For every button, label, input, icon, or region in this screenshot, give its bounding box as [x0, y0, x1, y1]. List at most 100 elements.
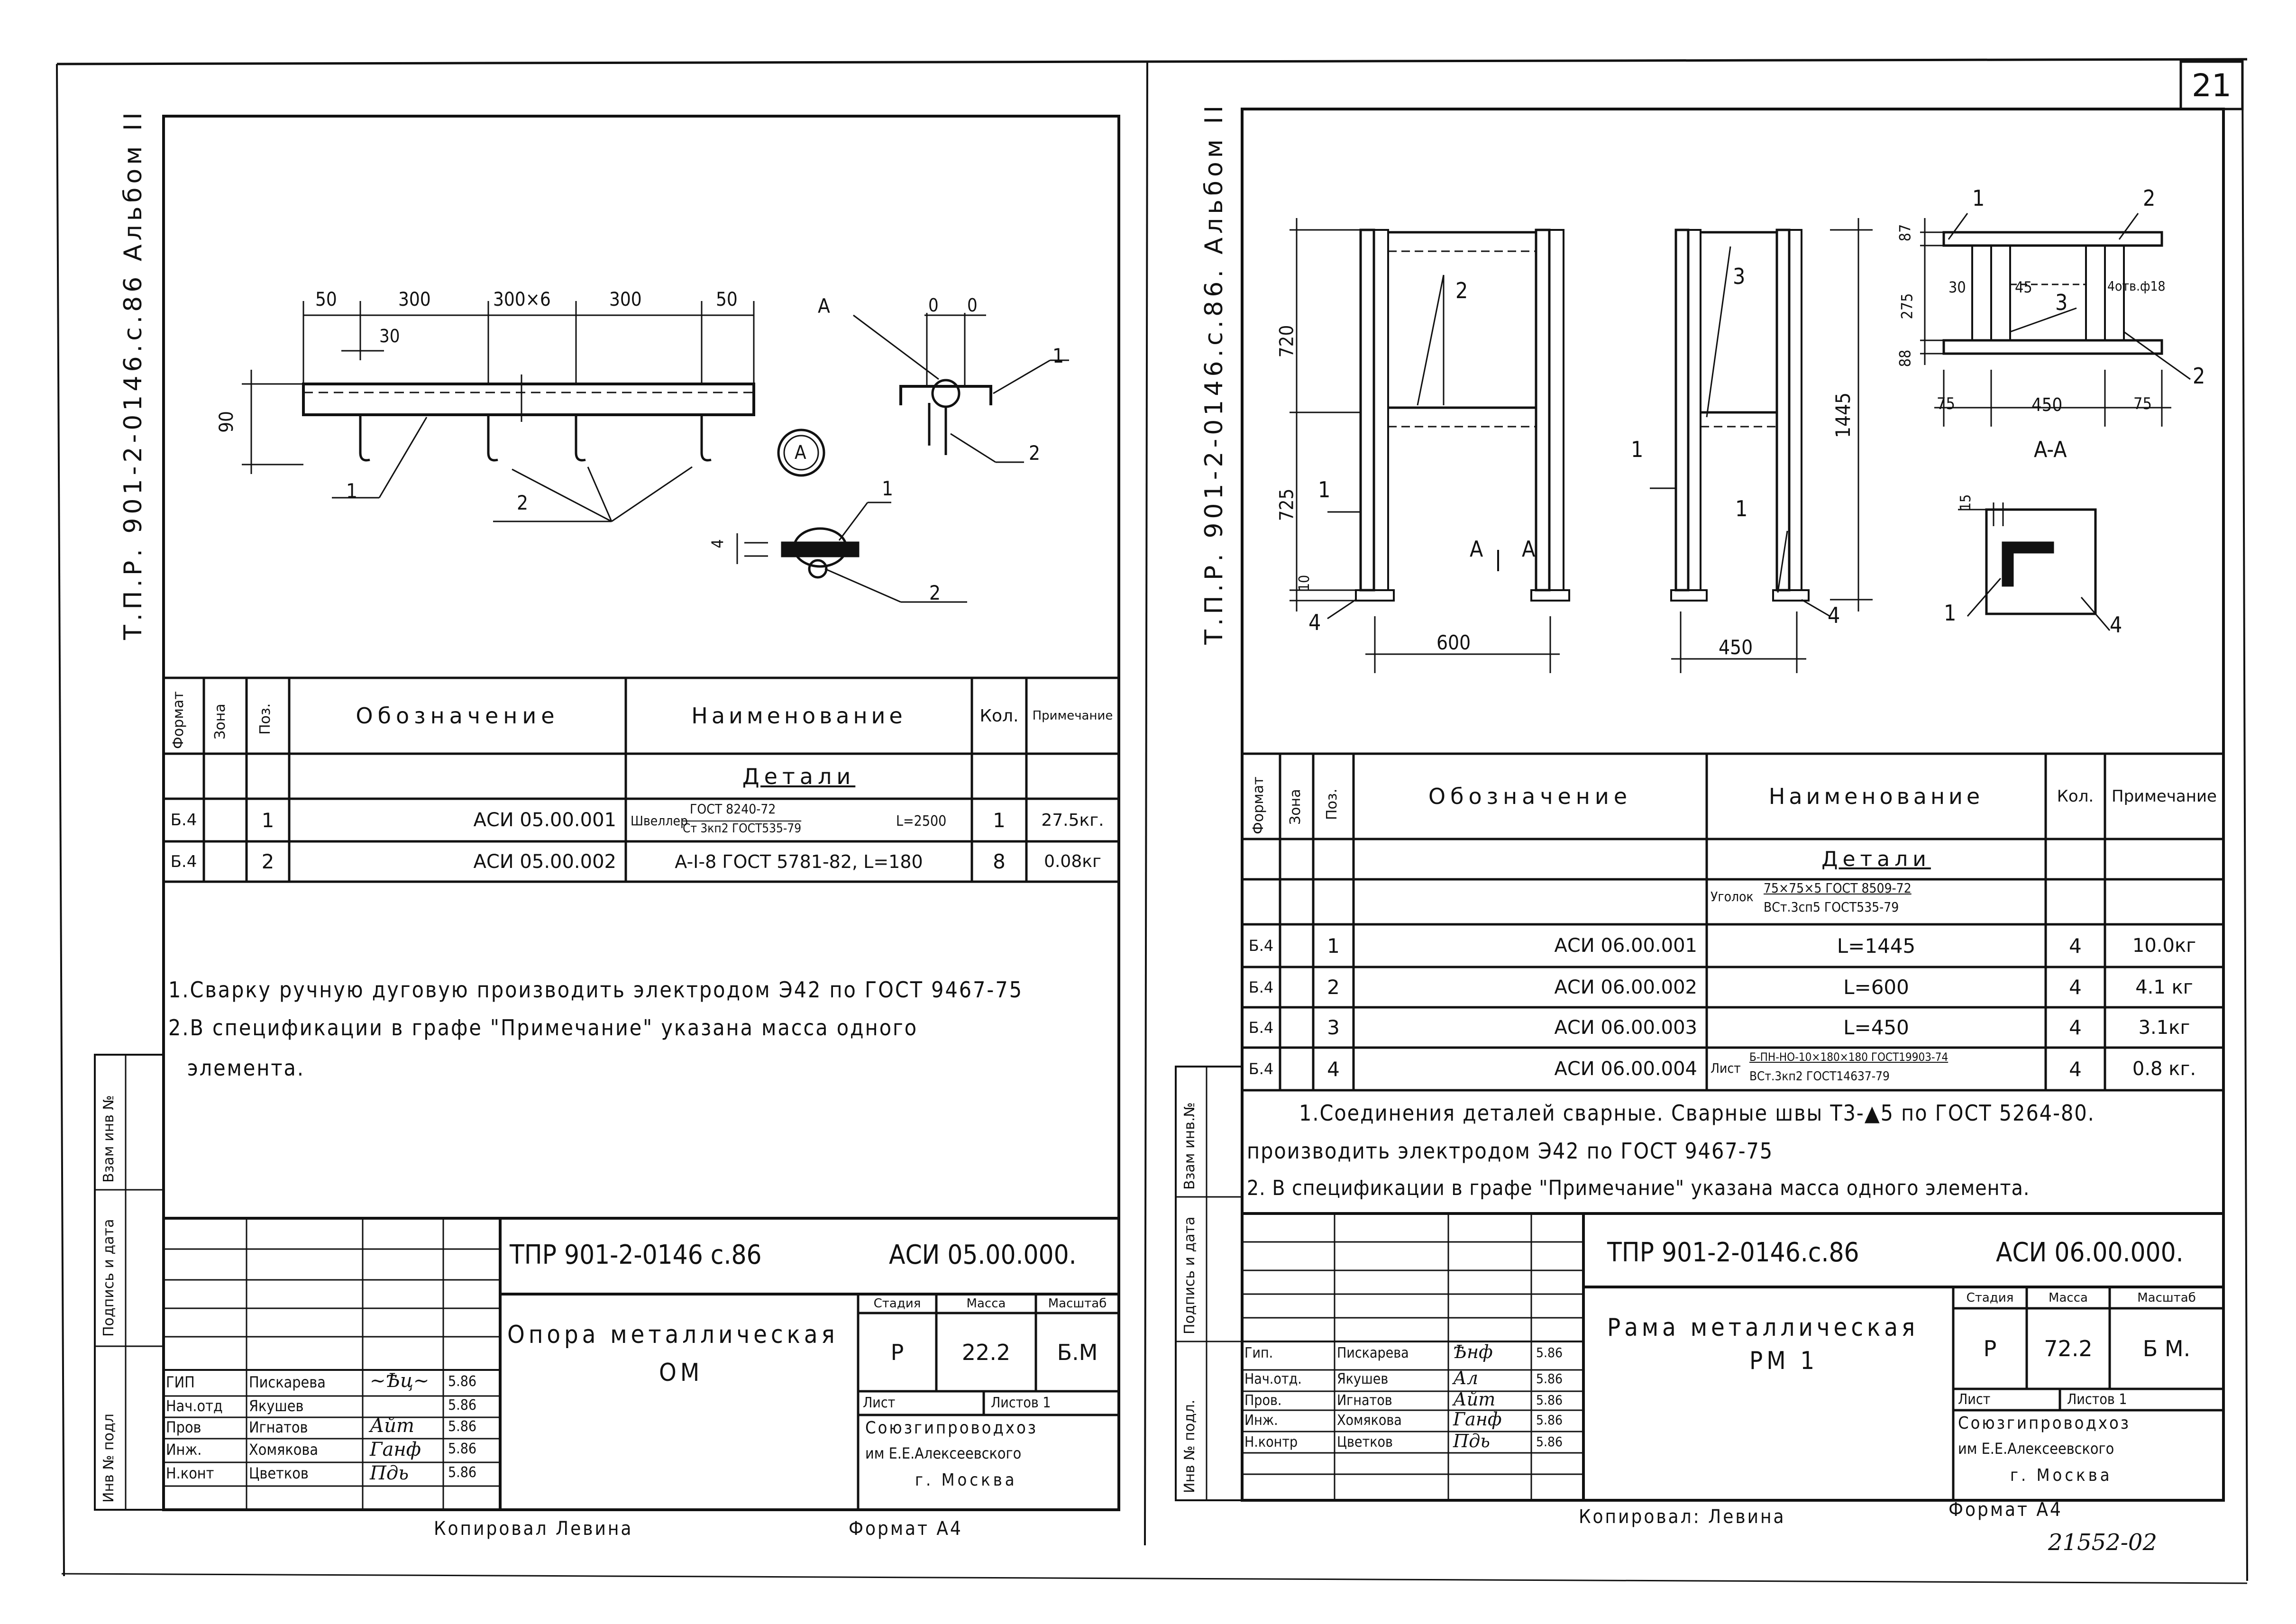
row1-name: Швеллер: [631, 813, 688, 829]
right-stamp-inv: Инв № подл.: [1181, 1399, 1198, 1493]
right-role-3: Пров.: [1244, 1392, 1282, 1409]
left-tb-scale: Б.М: [1057, 1339, 1098, 1365]
right-tb-mass: 72.2: [2044, 1336, 2093, 1361]
hdr-name: Наименование: [691, 703, 906, 729]
callout-2: 2: [517, 491, 529, 514]
r-spec-section: Детали: [1821, 847, 1931, 871]
r-callout-1c: 1: [1735, 496, 1748, 521]
right-name-3: Игнатов: [1337, 1392, 1392, 1409]
r-profile-top: 75×75×5 ГОСТ 8509-72: [1764, 880, 1912, 896]
plate-callout-4: 4: [2110, 612, 2122, 638]
left-tb-scale-h: Масштаб: [1048, 1296, 1107, 1311]
sec-dim-30: 30: [1948, 278, 1966, 296]
right-name-1: Пискарева: [1337, 1345, 1409, 1361]
channel-drawing: [242, 301, 1069, 603]
left-tb-org1: Союзгипроводхоз: [865, 1418, 1038, 1438]
r-hdr-zone: Зона: [1287, 789, 1304, 825]
dim-50-left: 50: [315, 289, 337, 310]
row2-format: Б.4: [170, 852, 197, 871]
arrow-a-left: A: [1470, 536, 1483, 562]
r-row2-qty: 4: [2069, 976, 2082, 999]
r-row4-note: 0.8 кг.: [2132, 1058, 2196, 1080]
left-date-1: 5.86: [448, 1373, 477, 1390]
row1-code: АСИ 05.00.001: [473, 809, 616, 831]
right-date-5: 5.86: [1536, 1434, 1563, 1450]
right-tb-stage: Р: [1983, 1336, 1997, 1361]
signature: Ѣнф: [1453, 1341, 1493, 1362]
left-role-1: ГИП: [166, 1373, 195, 1391]
r-callout-2: 2: [1455, 278, 1468, 303]
dim-10: 10: [1296, 575, 1313, 592]
right-tb-sheets: Листов 1: [2067, 1391, 2127, 1408]
left-tb-stage: Р: [890, 1339, 904, 1365]
spec-section: Детали: [742, 763, 856, 789]
right-tb-org3: г. Москва: [2010, 1466, 2113, 1485]
callout-1: 1: [346, 479, 358, 502]
right-date-4: 5.86: [1536, 1412, 1563, 1428]
r-row1-name: L=1445: [1837, 934, 1916, 958]
right-role-4: Инж.: [1244, 1412, 1278, 1429]
r-row3-format: Б.4: [1248, 1018, 1274, 1037]
left-tb-org2: им Е.Е.Алексеевского: [865, 1444, 1022, 1462]
r-row4-name-top: Б-ПН-НО-10×180×180 ГОСТ19903-74: [1749, 1050, 1948, 1064]
left-tb-org3: г. Москва: [915, 1470, 1017, 1490]
r-row2-note: 4.1 кг: [2135, 976, 2193, 998]
left-note-2: 2.В спецификации в графе "Примечание" ук…: [168, 1015, 918, 1040]
bottom-code: 21552-02: [2048, 1529, 2157, 1556]
right-side-label: Т.П.Р. 901-2-0146.с.86. Альбом II: [1200, 101, 1228, 645]
row1-name-len: L=2500: [896, 813, 947, 830]
right-tb-mass-h: Масса: [2049, 1290, 2088, 1305]
right-tb-stage-h: Стадия: [1966, 1290, 2014, 1305]
r-row2-code: АСИ 06.00.002: [1554, 976, 1697, 998]
sec-dim-15: 15: [1958, 494, 1975, 511]
left-tb-doc: ТПР 901-2-0146 с.86: [510, 1240, 762, 1270]
hdr-format: Формат: [170, 691, 187, 749]
r-row2-format: Б.4: [1248, 978, 1274, 996]
right-tb-title2: РМ 1: [1749, 1347, 1819, 1375]
signature: Айт: [370, 1415, 414, 1437]
right-footer-copy: Копировал: Левина: [1579, 1506, 1786, 1528]
row2-code: АСИ 05.00.002: [473, 850, 616, 873]
r-row1-note: 10.0кг: [2132, 935, 2196, 957]
r-hdr-qty: Кол.: [2057, 787, 2094, 806]
right-date-1: 5.86: [1536, 1345, 1563, 1360]
page-number: 21: [2192, 67, 2232, 104]
arrow-a-right: A: [1522, 536, 1536, 562]
right-tb-scale-h: Масштаб: [2137, 1290, 2196, 1305]
r-callout-1: 1: [1318, 477, 1331, 502]
right-date-3: 5.86: [1536, 1392, 1563, 1408]
right-stamp-sign: Подпись и дата: [1181, 1216, 1198, 1335]
signature: Айт: [1453, 1389, 1496, 1410]
hdr-zone: Зона: [212, 703, 229, 739]
left-note-1: 1.Сварку ручную дуговую производить элек…: [168, 977, 1024, 1003]
left-stamp-inv: Инв № подл: [101, 1414, 117, 1503]
right-name-4: Хомякова: [1337, 1412, 1402, 1429]
r-row2-pos: 2: [1327, 976, 1340, 999]
sec-dim-275: 275: [1898, 293, 1916, 319]
r-hdr-designation: Обозначение: [1428, 784, 1632, 809]
right-role-1: Гип.: [1244, 1345, 1273, 1361]
hdr-note: Примечание: [1032, 709, 1113, 723]
right-note-2: производить электродом Э42 по ГОСТ 9467-…: [1247, 1138, 1774, 1164]
right-tb-org2: им Е.Е.Алексеевского: [1958, 1440, 2114, 1458]
sec-callout-2: 2: [2143, 185, 2156, 211]
r-row4-name-prefix: Лист: [1711, 1060, 1741, 1076]
dim-50-right: 50: [716, 289, 738, 310]
holes-note: 4отв.ф18: [2107, 278, 2166, 294]
row2-note: 0.08кг: [1044, 852, 1101, 871]
r-row1-code: АСИ 06.00.001: [1554, 935, 1697, 957]
r-row3-qty: 4: [2069, 1016, 2082, 1039]
left-stamp-swap: Взам инв №: [101, 1095, 117, 1183]
signature: Пдь: [1453, 1431, 1490, 1451]
left-stamp-sign: Подпись и дата: [101, 1219, 117, 1337]
right-tb-sheet: Лист: [1958, 1391, 1991, 1408]
right-tb-scale: Б М.: [2142, 1336, 2191, 1361]
left-date-4: 5.86: [448, 1441, 477, 1457]
row2-pos: 2: [261, 850, 274, 873]
dim-300x6: 300×6: [493, 289, 551, 310]
left-date-2: 5.86: [448, 1397, 477, 1414]
left-role-3: Пров: [166, 1418, 201, 1436]
left-tb-title2: ОМ: [659, 1359, 704, 1387]
left-name-5: Цветков: [249, 1464, 309, 1482]
